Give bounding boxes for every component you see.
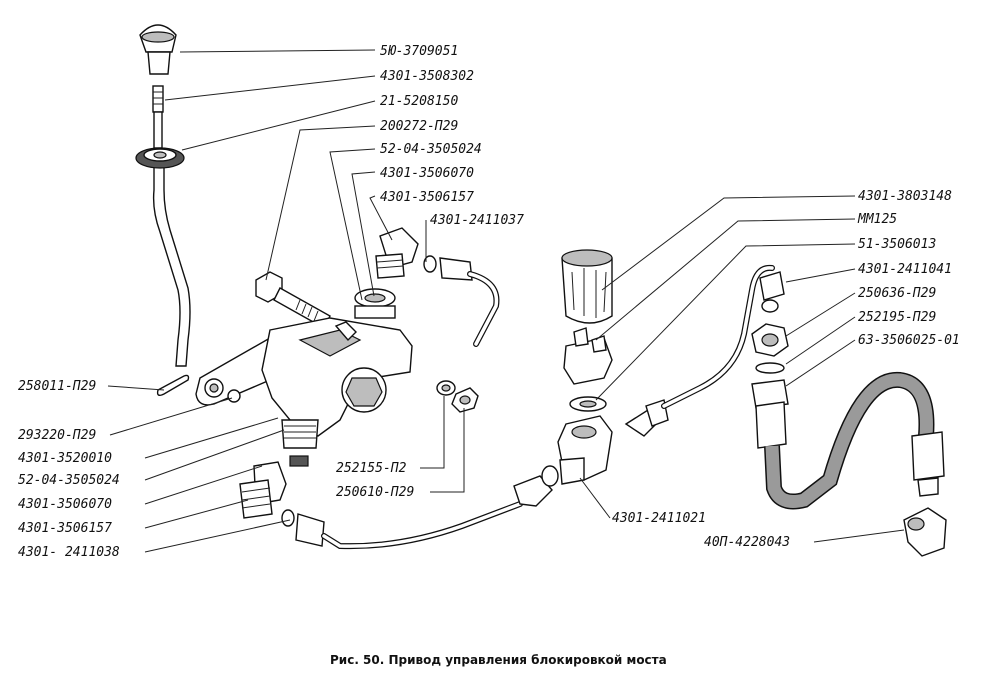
label-52-04-3505024-lower: 52-04-3505024 [18,473,120,488]
valve-body [261,317,413,467]
label-250636-p29: 250636-П29 [858,286,936,301]
elbow-fitting [903,507,947,557]
brake-hose [751,371,945,510]
label-293220-p29: 293220-П29 [18,428,96,443]
label-4301-3508302: 4301-3508302 [380,69,474,84]
bolt [255,271,331,329]
label-63-3506025-01: 63-3506025-01 [858,333,960,348]
label-252195-p29: 252195-П29 [858,310,936,325]
control-rod [152,85,191,367]
label-250610-p29: 250610-П29 [336,485,414,500]
label-4301-3506157-upper: 4301-3506157 [380,190,474,205]
union-lower [239,461,287,519]
label-4301-3520010: 4301-3520010 [18,451,112,466]
tube-right [624,264,785,437]
label-4301-3803148: 4301-3803148 [858,189,952,204]
pressure-switch [563,327,613,412]
tube-lower [281,501,523,550]
label-5yu-3709051: 5Ю-3709051 [380,44,458,59]
union-upper [375,227,419,279]
label-4301-2411041: 4301-2411041 [858,262,952,277]
label-51-3506013: 51-3506013 [858,237,936,252]
cotter-pin [156,374,190,397]
label-252155-p2: 252155-П2 [336,461,407,476]
knob [139,24,177,75]
figure-caption: Рис. 50. Привод управления блокировкой м… [330,653,667,667]
tube-upper [423,255,500,347]
label-4301-2411037: 4301-2411037 [430,213,524,228]
label-258011-p29: 258011-П29 [18,379,96,394]
grommet [135,147,185,169]
label-4301-3506070-lower: 4301-3506070 [18,497,112,512]
nuts-washers-mid [436,380,479,413]
label-40p-4228043: 40П-4228043 [704,535,790,550]
label-4301-2411021: 4301-2411021 [612,511,706,526]
part-labels: 5Ю-3709051 4301-3508302 21-5208150 20027… [18,44,960,560]
leader-lines [107,49,905,553]
label-4301-3506157-lower: 4301-3506157 [18,521,112,536]
label-mm125: ММ125 [857,212,897,227]
label-4301-2411038: 4301- 2411038 [18,545,120,560]
nut-right [751,323,789,374]
label-200272-p29: 200272-П29 [380,119,458,134]
label-21-5208150: 21-5208150 [380,94,458,109]
label-52-04-3505024-upper: 52-04-3505024 [380,142,482,157]
tee-fitting [513,415,613,507]
switch-cover [561,249,613,324]
seal-ring-upper [354,288,396,319]
label-4301-3506070-upper: 4301-3506070 [380,166,474,181]
